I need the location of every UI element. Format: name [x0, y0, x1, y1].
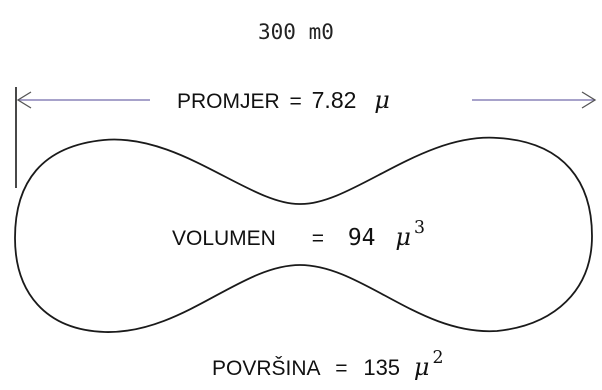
volume-unit-symbol: μ	[395, 223, 411, 251]
diameter-unit-mu: μ	[374, 86, 390, 114]
surface-exponent: 2	[432, 347, 444, 368]
volume-value: 94	[347, 225, 376, 251]
surface-name: POVRŠINA	[212, 357, 320, 380]
diameter-label: PROMJER = 7.82 μ	[177, 86, 390, 114]
surface-unit-symbol: μ	[413, 353, 430, 381]
volume-equals: =	[311, 227, 324, 250]
volume-name: VOLUMEN	[172, 227, 276, 250]
cell-outline	[14, 136, 593, 333]
diameter-value: 7.82	[311, 87, 357, 113]
header-value-text: 300 m0	[258, 20, 334, 44]
diameter-arrowhead-left	[16, 91, 32, 109]
surface-equals: =	[335, 357, 348, 380]
volume-exponent: 3	[413, 217, 425, 238]
diameter-arrowhead-right	[581, 91, 597, 109]
surface-value: 135	[363, 355, 401, 380]
diameter-equals: =	[289, 90, 302, 113]
diameter-name: PROMJER	[177, 90, 280, 113]
header-value: 300 m0	[258, 20, 334, 44]
